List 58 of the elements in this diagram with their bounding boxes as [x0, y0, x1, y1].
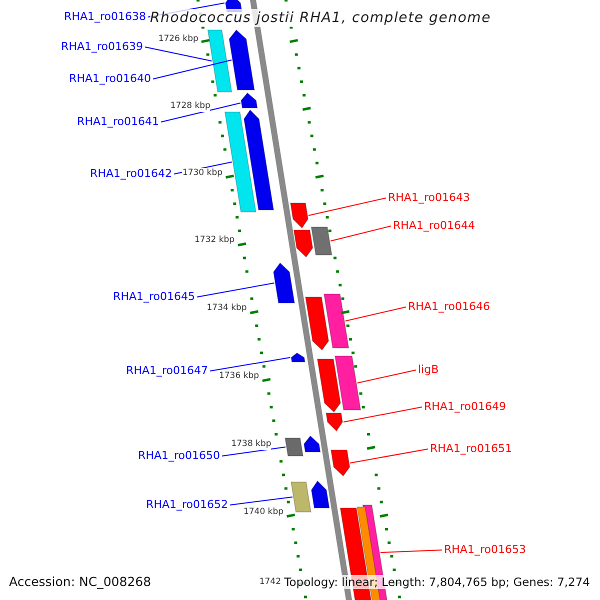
accession-text: Accession: NC_008268 [9, 575, 152, 589]
gene-label: RHA1_ro01643 [388, 191, 470, 205]
gene-feature [293, 230, 314, 258]
leader-line [380, 550, 442, 553]
gene-label: RHA1_ro01647 [126, 364, 208, 378]
leader-line [330, 226, 392, 242]
gene-label: RHA1_ro01641 [77, 115, 159, 129]
scale-label: 1738 kbp [231, 439, 272, 450]
gene-feature [290, 202, 308, 229]
gene-label: RHA1_ro01653 [444, 543, 526, 557]
scale-label: 1726 kbp [158, 34, 198, 45]
gene-label: ligB [418, 363, 439, 377]
leader-line [308, 198, 386, 216]
scale-label: 1730 kbp [182, 168, 222, 179]
gene-feature [304, 435, 321, 452]
gene-feature [224, 112, 256, 212]
gene-feature [330, 450, 350, 477]
leader-line [350, 448, 428, 464]
leader-line [152, 60, 232, 80]
gene-label: RHA1_ro01651 [430, 442, 512, 456]
leader-line [196, 282, 275, 298]
gene-label: RHA1_ro01645 [113, 290, 195, 304]
gene-feature [290, 482, 312, 512]
gene-feature [310, 226, 332, 256]
gene-label: RHA1_ro01650 [138, 449, 220, 463]
title: Rhodococcus jostii RHA1, complete genome [150, 9, 492, 27]
gene-label: RHA1_ro01646 [408, 300, 490, 314]
gene-feature [244, 109, 274, 210]
gene-label: RHA1_ro01640 [69, 72, 151, 86]
gene-feature [326, 412, 343, 432]
genome-summary-text: Topology: linear; Length: 7,804,765 bp; Genes: 7,274 [284, 575, 590, 589]
gene-label: RHA1_ro01649 [424, 400, 506, 414]
gene-feature [305, 296, 330, 351]
gene-label: RHA1_ro01642 [90, 167, 172, 181]
leader-line [210, 357, 291, 372]
gene-feature [273, 262, 295, 304]
gene-label: RHA1_ro01644 [393, 219, 475, 233]
leader-line [160, 102, 241, 122]
leader-line [222, 446, 286, 456]
gene-label: RHA1_ro01638 [64, 10, 146, 24]
gene-label: RHA1_ro01639 [61, 40, 143, 54]
gene-feature [324, 294, 350, 348]
gene-feature [207, 30, 232, 92]
gene-feature [310, 480, 330, 508]
leader-line [343, 406, 422, 422]
scale-label: 1740 kbp [243, 507, 284, 518]
gene-feature [290, 352, 306, 362]
leader-line [230, 496, 294, 506]
scale-label: 1734 kbp [206, 303, 247, 314]
scale-label: 1732 kbp [194, 235, 235, 246]
gene-label: RHA1_ro01652 [146, 498, 228, 512]
scale-label: 1736 kbp [218, 371, 260, 382]
gene-feature [334, 356, 362, 410]
gene-feature [284, 438, 304, 456]
leader-line [344, 306, 406, 322]
scale-label: 1728 kbp [170, 101, 210, 112]
leader-line [144, 46, 212, 62]
leader-line [356, 370, 416, 384]
